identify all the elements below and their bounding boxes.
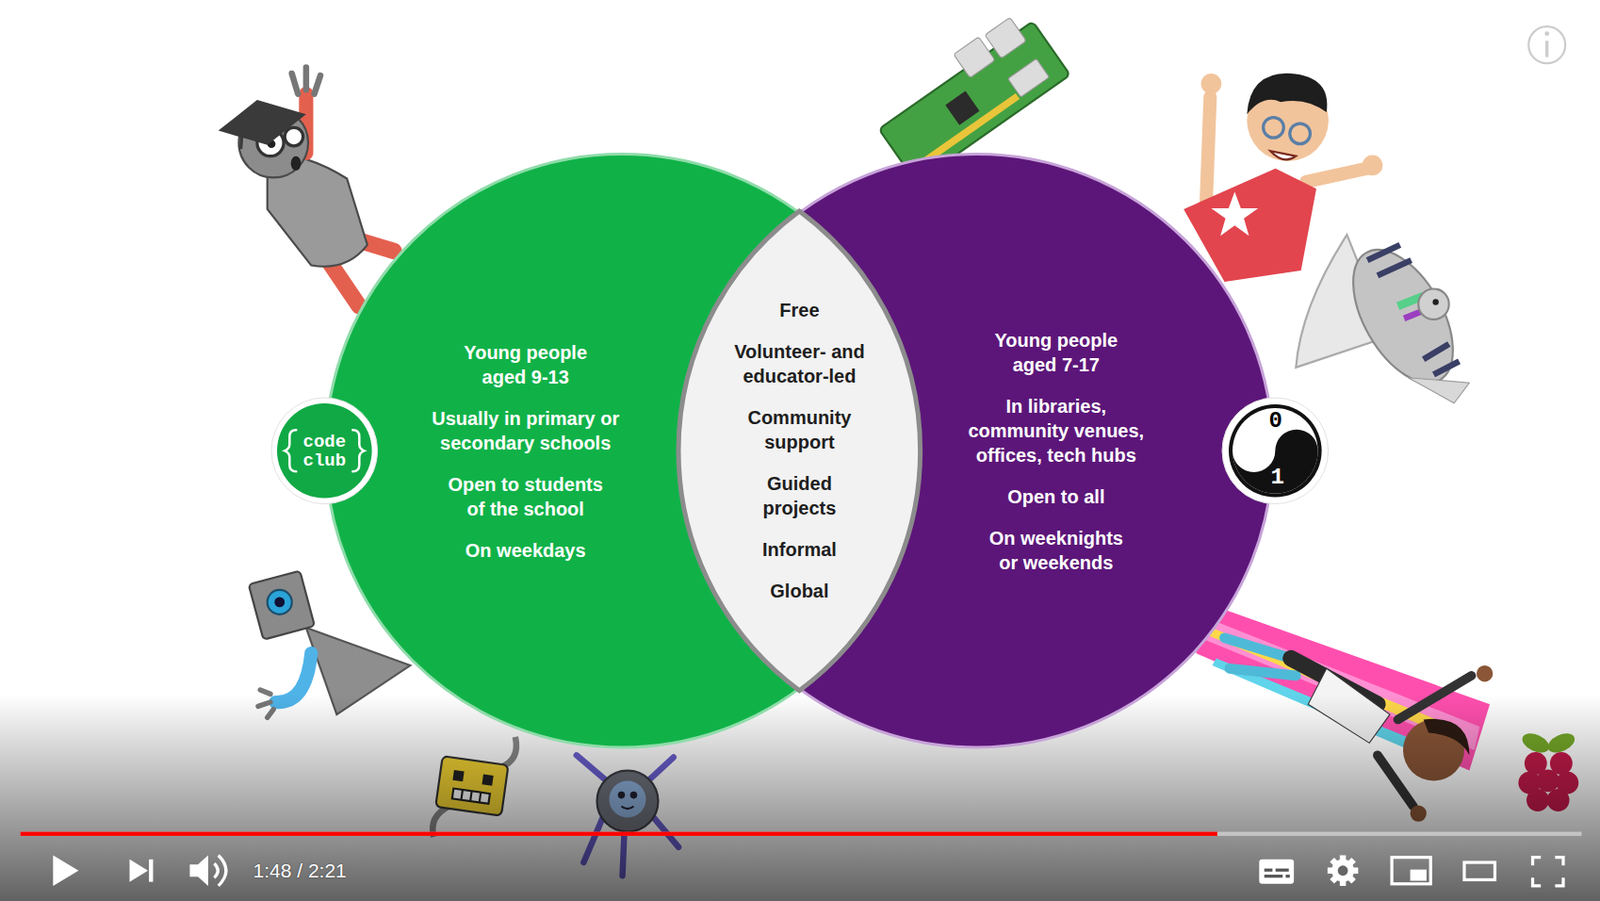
settings-gear	[1329, 857, 1356, 884]
badge-ring	[1222, 397, 1329, 505]
badge-border	[1228, 404, 1323, 498]
graduate-figure	[284, 127, 303, 146]
boy-figure	[1306, 168, 1368, 182]
badge-ring	[271, 397, 378, 505]
circle-outline	[680, 154, 1274, 748]
boy-figure	[1289, 123, 1311, 145]
player-controls	[189, 854, 208, 885]
illustration-layer	[0, 6, 1600, 901]
player-controls	[1258, 859, 1294, 884]
text-group: code club	[299, 432, 349, 471]
logo-text: code club	[299, 432, 349, 471]
text-group: Young people aged 7-17 In libraries, comm…	[957, 327, 1156, 575]
girl-figure	[1476, 665, 1493, 682]
player-controls	[1275, 868, 1290, 872]
raspberry-pi-board	[953, 36, 996, 78]
player-controls	[1285, 874, 1290, 878]
info-icon	[1528, 26, 1566, 64]
yin-yang-light	[1232, 408, 1319, 494]
progress-bar	[20, 832, 1218, 836]
progress-bar	[20, 832, 1583, 836]
player-controls	[1264, 874, 1283, 878]
player-controls	[1533, 857, 1564, 886]
boy-figure	[1263, 117, 1285, 139]
boy-figure	[1362, 155, 1384, 177]
player-controls	[1410, 869, 1427, 882]
badge-fill	[277, 403, 373, 499]
circle-text: Usually in primary or secondary schools	[422, 406, 630, 456]
text-group: FreeVolunteer- and educator-ledCommunity…	[718, 297, 880, 604]
settings-gear	[1327, 854, 1358, 885]
overlap-text: Volunteer- and educator-led	[718, 339, 880, 389]
overlap-text: Global	[769, 578, 829, 604]
raspberry-pi-board	[1008, 58, 1050, 98]
raspberry-pi-board	[984, 17, 1027, 59]
player-controls	[213, 854, 226, 885]
circle-text: On weeknights or weekends	[982, 525, 1129, 575]
overlap-text: Guided projects	[747, 471, 851, 521]
circle-text: Young people aged 7-17	[985, 327, 1127, 377]
overlap-text: Informal	[762, 537, 837, 562]
boy-figure	[1270, 150, 1296, 160]
coderdojo-badge: 01	[1222, 397, 1329, 505]
raspberry-pi-board	[945, 90, 980, 125]
video-time: 1:48 / 2:21	[253, 858, 347, 882]
code-club-badge: code club	[271, 397, 378, 505]
graduate-figure	[218, 66, 394, 306]
text-group: 0	[1268, 408, 1282, 434]
info-icon	[1545, 40, 1549, 57]
logo-digit: 1	[1271, 465, 1285, 490]
info-icon	[1544, 31, 1550, 36]
bird-figure	[1418, 288, 1449, 319]
text-group: Young people aged 9-13Usually in primary…	[422, 340, 630, 563]
graduate-figure	[291, 156, 302, 171]
boy-figure	[1206, 97, 1210, 205]
progress-bar	[20, 832, 1583, 836]
bird-figure	[1407, 377, 1470, 404]
boy-figure	[1246, 73, 1327, 115]
text-group: 1	[1271, 465, 1285, 490]
circle-text: Young people aged 9-13	[455, 340, 597, 390]
player-controls	[52, 854, 1564, 885]
robot-figure	[267, 589, 293, 615]
overlap-text: Free	[779, 297, 819, 323]
graduate-figure	[292, 66, 321, 94]
player-controls	[1391, 857, 1431, 884]
player-controls	[1264, 868, 1274, 872]
info-icon	[1528, 26, 1566, 64]
circle-text: Open to students of the school	[440, 472, 611, 522]
circle-text: In libraries, community venues, offices,…	[957, 393, 1156, 468]
circle-text: Open to all	[1007, 484, 1105, 509]
player-controls	[130, 859, 148, 882]
graduate-figure	[218, 99, 307, 146]
boy-figure	[1201, 73, 1223, 95]
settings-gear	[1338, 865, 1349, 876]
venn-overlap: FreeVolunteer- and educator-ledCommunity…	[678, 211, 921, 691]
overlap-text: Community support	[728, 405, 870, 455]
player-shade	[0, 693, 1600, 901]
boy-figure	[1210, 192, 1258, 237]
robot-figure	[274, 597, 285, 608]
graduate-figure	[241, 122, 244, 149]
bird-figure	[1367, 244, 1459, 376]
circle-text: On weekdays	[465, 538, 587, 563]
label-holder: 1:48 / 2:21	[253, 858, 347, 882]
player-controls	[1464, 862, 1495, 880]
logo-digit: 0	[1268, 408, 1282, 434]
robot-figure	[248, 571, 315, 640]
bird-figure	[1432, 298, 1438, 305]
player-controls	[148, 859, 153, 882]
brace-symbol	[284, 430, 364, 473]
player-controls	[52, 854, 79, 885]
yin-yang-dark	[1232, 429, 1319, 494]
bird-figure	[1332, 233, 1473, 400]
bird-figure	[1295, 233, 1473, 404]
